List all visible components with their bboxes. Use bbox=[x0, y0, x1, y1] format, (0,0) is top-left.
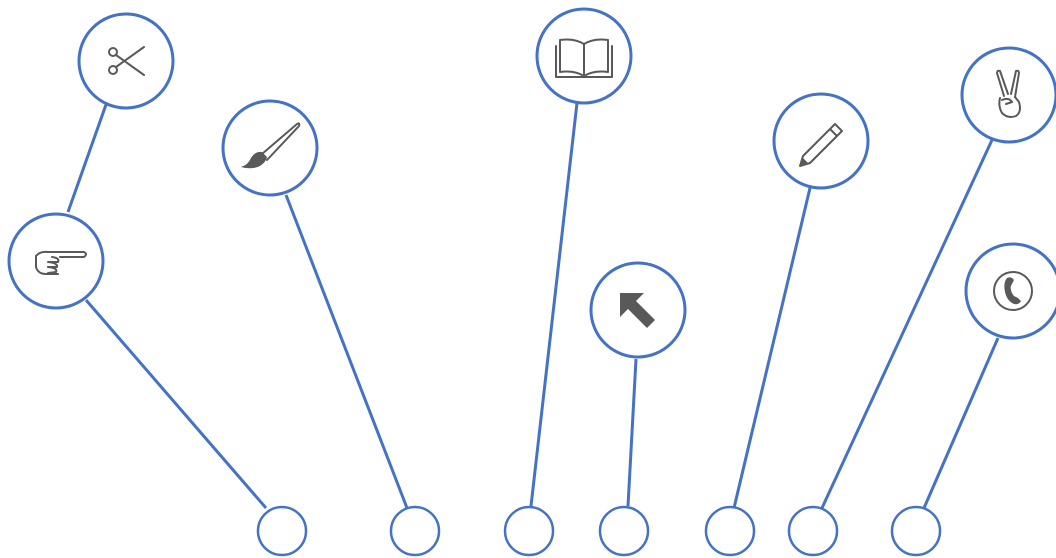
connector-cursor-to-anchor-4 bbox=[626, 358, 638, 507]
anchor-circles bbox=[256, 505, 942, 557]
connector-lines bbox=[66, 98, 1000, 509]
connector-scissors-to-hand bbox=[66, 98, 110, 213]
pointing-hand-node bbox=[7, 212, 105, 310]
anchor-circle-3 bbox=[503, 505, 555, 557]
pointing-hand-icon bbox=[35, 250, 87, 275]
telephone-node bbox=[964, 242, 1056, 340]
connector-victory-to-anchor-6 bbox=[820, 139, 994, 509]
anchor-circle-7 bbox=[890, 505, 942, 557]
anchor-circle-5 bbox=[704, 505, 756, 557]
telephone-icon bbox=[993, 271, 1033, 311]
anchor-circle-4 bbox=[598, 505, 650, 557]
connector-pencil-to-anchor-5 bbox=[732, 187, 812, 509]
paintbrush-icon bbox=[241, 122, 301, 169]
cursor-arrow-icon bbox=[620, 293, 655, 328]
scissors-node bbox=[77, 12, 175, 110]
victory-hand-icon bbox=[996, 69, 1021, 118]
paintbrush-node bbox=[221, 99, 319, 197]
pencil-icon bbox=[799, 123, 843, 167]
victory-hand-node bbox=[960, 46, 1056, 144]
anchor-circle-2 bbox=[389, 505, 441, 557]
connector-phone-to-anchor-7 bbox=[922, 337, 1000, 509]
connector-book-to-anchor-3 bbox=[529, 102, 579, 507]
anchor-circle-6 bbox=[787, 505, 839, 557]
anchor-circle-1 bbox=[256, 505, 308, 557]
open-book-icon bbox=[555, 38, 613, 78]
scissors-icon bbox=[108, 46, 145, 76]
connector-brush-to-anchor-2 bbox=[284, 194, 409, 509]
pencil-node bbox=[772, 92, 870, 190]
open-book-node bbox=[535, 7, 633, 105]
connector-hand-to-anchor-1 bbox=[84, 299, 268, 509]
cursor-arrow-node bbox=[589, 261, 687, 359]
